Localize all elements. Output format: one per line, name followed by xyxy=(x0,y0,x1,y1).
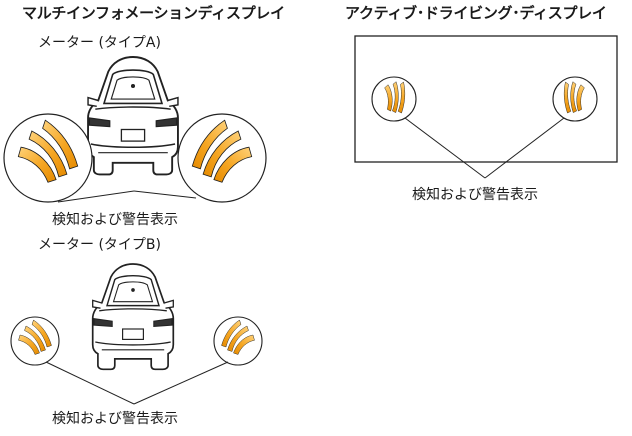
meter-type-a-caption: 検知および警告表示 xyxy=(52,212,178,228)
car-icon-type-b xyxy=(91,263,175,371)
windshield-left-warning-circle xyxy=(371,76,417,122)
meter-type-b-caption: 検知および警告表示 xyxy=(52,411,178,427)
left-warning-circle-a xyxy=(3,113,93,203)
windshield-right-warning-circle xyxy=(552,76,598,122)
meter-type-a-label: メーター (タイプA) xyxy=(38,35,161,51)
left-warning-circle-b xyxy=(10,316,60,366)
meter-type-b-label: メーター (タイプB) xyxy=(38,237,161,253)
active-driving-display-caption: 検知および警告表示 xyxy=(412,187,538,203)
right-warning-circle-a xyxy=(177,113,267,203)
car-icon-type-a xyxy=(87,56,179,176)
active-driving-display-title: アクティブ･ドライビング･ディスプレイ xyxy=(345,4,607,22)
right-warning-circle-b xyxy=(213,316,263,366)
multi-information-display-title: マルチインフォメーションディスプレイ xyxy=(22,4,285,22)
